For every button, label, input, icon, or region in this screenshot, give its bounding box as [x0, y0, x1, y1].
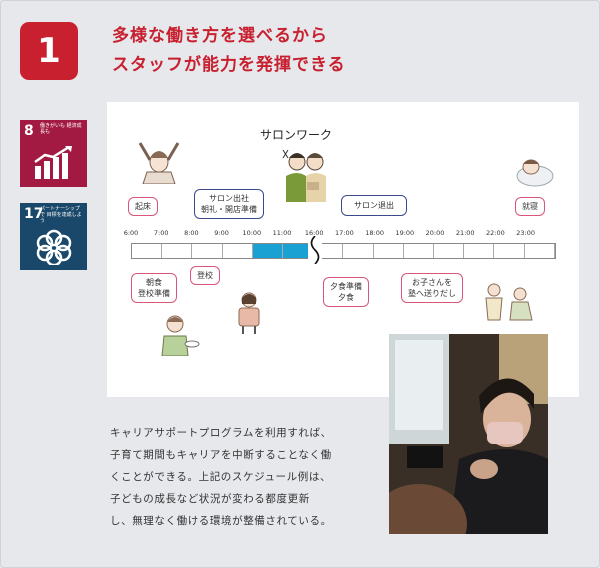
growth-chart-icon	[34, 146, 72, 179]
schedule-timeline	[131, 243, 556, 259]
timeline-cell-0	[132, 244, 163, 258]
heading-line-1: 多様な働き方を選べるから	[112, 26, 328, 46]
kids-line2: 塾へ送りだし	[408, 289, 456, 298]
time-tick-10: 20:00	[425, 229, 445, 237]
dinner-bubble: 夕食準備 夕食	[323, 277, 369, 307]
time-tick-5: 11:00	[272, 229, 292, 237]
sdg-8-icon: 8 働きがいも 経済成長も	[20, 120, 87, 187]
breakfast-line2: 登校準備	[138, 289, 170, 298]
time-tick-0: 6:00	[123, 229, 139, 237]
description-line: くことができる。上記のスケジュール例は、	[110, 471, 332, 483]
salon-staff-illustration	[282, 149, 326, 202]
timeline-cell-4	[252, 244, 283, 258]
wake-bubble: 起床	[128, 197, 158, 216]
sleeping-woman-illustration	[516, 159, 554, 187]
partnership-flower-icon	[36, 229, 72, 265]
sdg-17-icon: 17 パートナーシップで 目標を達成しよう	[20, 203, 87, 270]
sdg-8-text: 働きがいも 経済成長も	[40, 123, 82, 135]
time-tick-8: 18:00	[365, 229, 384, 237]
timeline-cell-7	[343, 244, 374, 258]
wake-label: 起床	[135, 202, 151, 211]
waking-woman-illustration	[138, 142, 180, 184]
kids-line1: お子さんを	[412, 278, 452, 287]
timeline-cell-6	[313, 244, 344, 258]
time-tick-9: 19:00	[395, 229, 415, 237]
timeline-cell-10	[434, 244, 465, 258]
salon-arrive-bubble: サロン出社 朝礼・開店準備	[194, 189, 264, 219]
section-heading: 多様な働き方を選べるから スタッフが能力を発揮できる	[112, 22, 346, 80]
salon-arrive-line1: サロン出社	[209, 194, 249, 203]
timeline-cell-3	[223, 244, 253, 258]
description-line: 子どもの成長など状況が変わる都度更新	[110, 493, 310, 505]
section-number-badge: 1	[20, 22, 78, 80]
time-tick-12: 22:00	[486, 229, 505, 237]
school-label: 登校	[197, 271, 213, 280]
salon-leave-label: サロン退出	[354, 201, 394, 210]
timeline-cell-12	[494, 244, 525, 258]
description-line: 子育て期間もキャリアを中断することなく働	[110, 449, 332, 461]
breakfast-line1: 朝食	[146, 278, 162, 287]
timeline-cell-9	[404, 244, 434, 258]
breakfast-bubble: 朝食 登校準備	[131, 273, 177, 303]
breakfast-woman-illustration	[161, 315, 200, 356]
sdg-17-text: パートナーシップで 目標を達成しよう	[40, 206, 82, 224]
time-tick-2: 8:00	[184, 229, 199, 237]
sdg-17-number: 17	[24, 206, 44, 222]
kids-bubble: お子さんを 塾へ送りだし	[401, 273, 463, 303]
description-line: キャリアサポートプログラムを利用すれば、	[110, 427, 332, 439]
timeline-cell-13	[525, 244, 555, 258]
heading-line-2: スタッフが能力を発揮できる	[112, 55, 346, 75]
dinner-line1: 夕食準備	[330, 282, 362, 291]
time-tick-7: 17:00	[335, 229, 354, 237]
bed-bubble: 就寝	[515, 197, 545, 216]
salon-arrive-line2: 朝礼・開店準備	[201, 205, 257, 214]
time-tick-6: 16:00	[304, 229, 324, 237]
time-tick-11: 21:00	[455, 229, 475, 237]
time-tick-13: 23:00	[516, 229, 535, 237]
salon-work-title: サロンワーク	[260, 128, 333, 142]
hairdresser-photo	[389, 334, 548, 534]
time-tick-4: 10:00	[242, 229, 262, 237]
timeline-cell-2	[192, 244, 223, 258]
timeline-cell-8	[374, 244, 404, 258]
timeline-cell-1	[162, 244, 193, 258]
salon-leave-bubble: サロン退出	[341, 195, 407, 216]
time-break-icon	[308, 236, 322, 264]
description-text: キャリアサポートプログラムを利用すれば、子育て期間もキャリアを中断することなく働…	[110, 422, 378, 532]
bed-label: 就寝	[522, 202, 538, 211]
time-tick-1: 7:00	[153, 229, 169, 237]
dinner-line2: 夕食	[338, 293, 354, 302]
school-bubble: 登校	[190, 266, 220, 285]
time-tick-3: 9:00	[214, 229, 229, 237]
description-line: し、無理なく働ける環境が整備されている。	[110, 515, 332, 527]
sdg-8-number: 8	[24, 123, 34, 139]
timeline-cell-11	[464, 244, 495, 258]
kids-playing-illustration	[485, 283, 533, 321]
school-child-illustration	[238, 292, 260, 334]
